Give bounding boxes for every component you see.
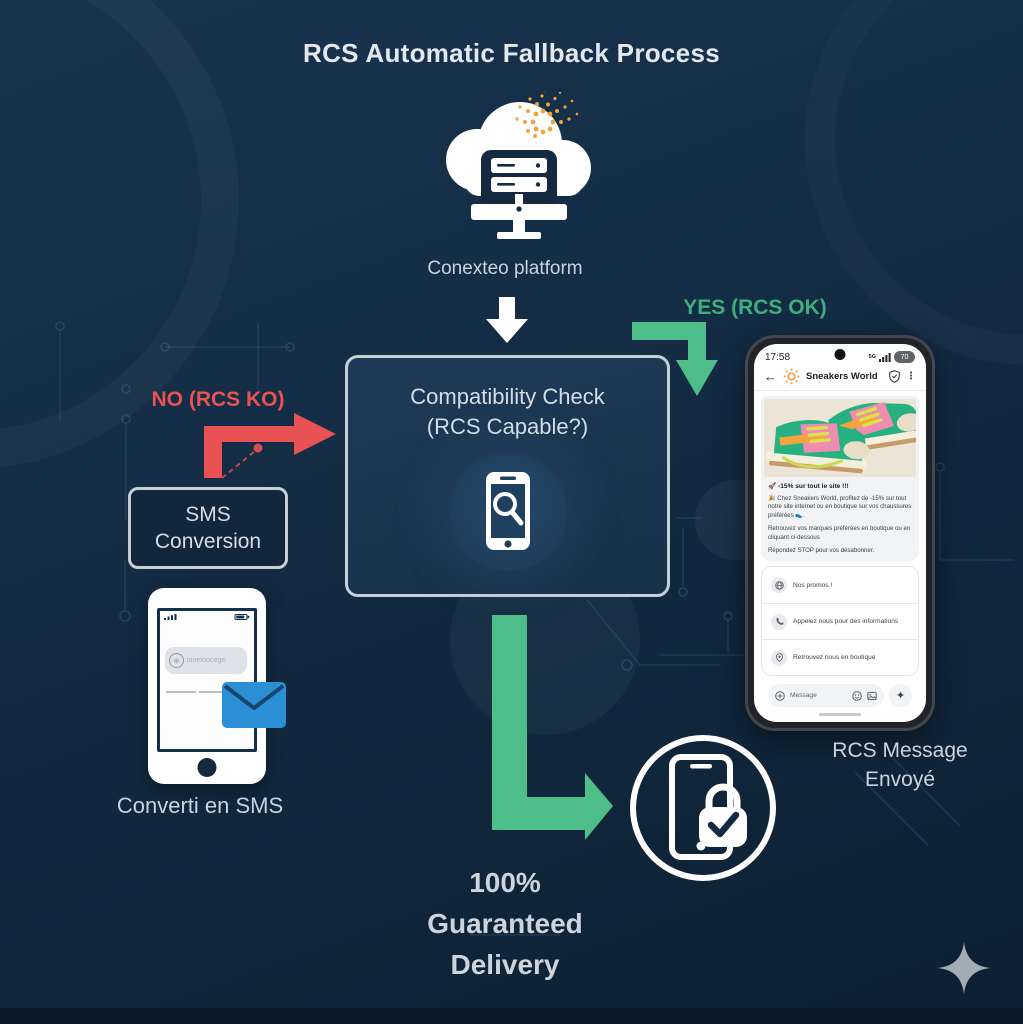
delivery-line3: Delivery	[450, 949, 560, 981]
decision-line1: Compatibility Check	[410, 384, 605, 409]
location-pin-icon	[771, 649, 787, 666]
message-body3: Répondez STOP pour vos désabonner.	[768, 547, 875, 555]
sender-name: Sneakers World	[806, 371, 878, 382]
signal-bars-icon	[164, 614, 177, 620]
home-indicator	[819, 713, 861, 716]
battery-indicator: 70	[894, 351, 915, 363]
composer-bar: Message ✦	[761, 676, 919, 708]
rcs-status-bar: 17:58 5G 70	[754, 344, 926, 364]
call-us-button-label: Appelez nous pour des informations	[793, 618, 899, 626]
rcs-sent-caption: RCS Message Envoyé	[795, 736, 1005, 795]
delivery-line2: Guaranteed	[427, 908, 583, 940]
rcs-phone-mockup: 17:58 5G 70 ←	[745, 335, 935, 731]
sparkle-icon	[938, 942, 990, 994]
no-arrow	[204, 413, 336, 478]
yes-arrow	[632, 322, 718, 396]
cloud-server-icon	[446, 92, 591, 239]
home-button	[197, 758, 217, 777]
status-time: 17:58	[765, 351, 791, 363]
message-input[interactable]: Message	[768, 684, 884, 708]
decision-line2: (RCS Capable?)	[426, 413, 589, 439]
rcs-suggestion-buttons: Nos promos ! Appelez nous pour des infor…	[761, 566, 919, 677]
rcs-phone-screen: 17:58 5G 70 ←	[754, 344, 926, 722]
phone-icon	[771, 613, 787, 630]
compatibility-check-box: Compatibility Check (RCS Capable?)	[345, 355, 670, 597]
call-us-button[interactable]: Appelez nous pour des informations	[762, 603, 918, 639]
sneakers-world-logo-icon	[783, 368, 800, 385]
sms-placeholder-lines	[166, 683, 228, 701]
message-placeholder: Message	[790, 692, 817, 700]
phone-lock-icon	[630, 735, 776, 881]
find-store-button[interactable]: Retrouvez nous en boutique	[762, 639, 918, 675]
plus-circle-icon[interactable]	[775, 691, 785, 701]
find-store-button-label: Retrouvez nous en boutique	[793, 654, 876, 662]
envelope-icon	[222, 682, 286, 728]
promos-button-label: Nos promos !	[793, 581, 833, 589]
phone-search-circle	[448, 453, 567, 572]
sneakers-image	[764, 399, 916, 477]
globe-icon	[771, 577, 787, 594]
overflow-menu-icon[interactable]: ⋮	[906, 371, 916, 382]
chat-header: ← Sneakers World ⋮	[754, 364, 926, 391]
orange-sunburst-dots	[515, 92, 579, 138]
no-branch-label: NO (RCS KO)	[151, 388, 285, 411]
delivery-arrow	[492, 615, 613, 840]
rcs-caption-line2: Envoyé	[864, 768, 936, 792]
sms-sender-logo-icon: ⊕	[169, 653, 184, 668]
promos-button[interactable]: Nos promos !	[762, 567, 918, 603]
network-label: 5G	[868, 354, 876, 360]
rcs-caption-line1: RCS Message	[832, 739, 968, 762]
sms-status-bar	[164, 614, 250, 620]
guaranteed-delivery-label: 100% Guaranteed Delivery	[390, 862, 620, 985]
sms-message-bubble: ⊕ lanetoocege.	[165, 647, 247, 674]
rcs-message-bubble: 🚀 -15% sur tout le site !!! 🎉 Chez Sneak…	[761, 396, 919, 562]
signal-bars-icon	[879, 352, 891, 362]
phone-search-icon	[485, 472, 530, 551]
gallery-icon[interactable]	[867, 691, 877, 701]
page-title: RCS Automatic Fallback Process	[303, 38, 720, 68]
shield-verified-icon	[889, 370, 900, 383]
platform-label: Conexteo platform	[427, 258, 583, 279]
sms-bubble-text: lanetoocege.	[187, 657, 228, 664]
down-arrow-icon	[486, 297, 528, 343]
message-headline: 🚀 -15% sur tout le site !!!	[768, 483, 849, 490]
message-body2: Retrouvez vos marques préférées en bouti…	[768, 525, 911, 541]
sms-phone-screen: ⊕ lanetoocege.	[157, 608, 257, 752]
sms-conversion-box: SMS Conversion	[128, 487, 288, 569]
battery-icon	[234, 614, 250, 620]
sms-caption: Converti en SMS	[116, 793, 284, 818]
voice-input-button[interactable]: ✦	[889, 684, 912, 708]
back-arrow-icon[interactable]: ←	[764, 369, 777, 384]
sms-box-line1: SMS	[185, 502, 231, 526]
camera-punch-hole	[834, 349, 846, 360]
emoji-icon[interactable]	[852, 691, 862, 701]
message-body1: 🎉 Chez Sneakers World, profitez de -15% …	[768, 495, 912, 519]
sms-box-line2: Conversion	[154, 530, 262, 553]
yes-branch-label: YES (RCS OK)	[683, 296, 827, 319]
delivery-line1: 100%	[469, 867, 541, 898]
